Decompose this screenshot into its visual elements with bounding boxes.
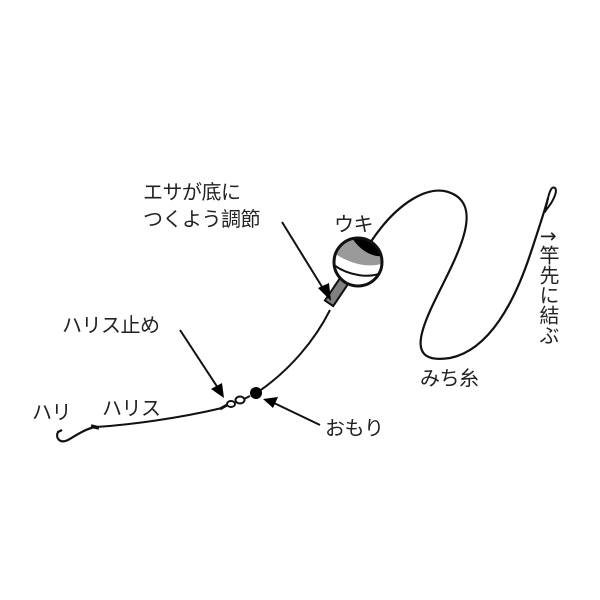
label-hook: ハリ: [32, 400, 72, 424]
main-line: [369, 189, 550, 360]
label-bait-adjust-line2: つくよう調節: [143, 207, 261, 231]
label-main-line: みち糸: [420, 366, 479, 390]
hook-icon: [56, 425, 96, 443]
arrow-sinker: [263, 397, 321, 426]
label-swivel-stopper: ハリス止め: [62, 313, 160, 337]
leader-line: [94, 407, 223, 428]
float-icon: [332, 236, 384, 288]
label-leader: ハリス: [102, 396, 161, 420]
rod-tip-loop: [543, 186, 557, 213]
sinker-icon: [250, 387, 262, 399]
line-float-to-sinker: [257, 309, 331, 393]
arrow-bait-adjust: [281, 221, 331, 301]
arrow-swivel-stopper: [179, 329, 224, 398]
label-rod-tip: ↑竿先に結ぶ: [536, 228, 560, 345]
label-float: ウキ: [334, 212, 374, 236]
swivel-icon: [219, 395, 251, 411]
label-sinker: おもり: [325, 416, 384, 440]
label-bait-adjust-line1: エサが底に: [143, 180, 241, 204]
